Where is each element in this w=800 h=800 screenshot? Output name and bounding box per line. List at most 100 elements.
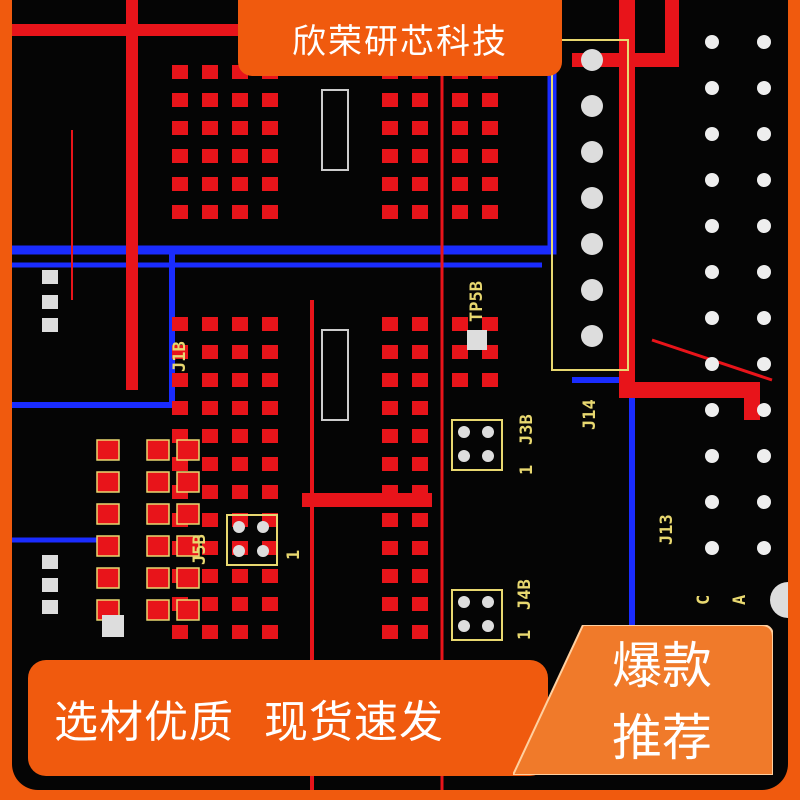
smd-pad	[262, 625, 278, 639]
smd-pad	[232, 345, 248, 359]
smd-pad	[452, 205, 468, 219]
header-pin	[257, 545, 269, 557]
smd-pad	[412, 569, 428, 583]
via-hole	[705, 173, 719, 187]
pad	[42, 555, 58, 569]
via-hole	[705, 35, 719, 49]
smd-pad	[232, 429, 248, 443]
smd-pad	[232, 401, 248, 415]
red-trace	[572, 0, 679, 67]
via-hole	[757, 403, 771, 417]
smd-pad	[202, 457, 218, 471]
smd-pad	[412, 177, 428, 191]
smd-pad	[96, 535, 120, 557]
smd-pad	[172, 93, 188, 107]
header-pin	[482, 596, 494, 608]
smd-pad	[232, 149, 248, 163]
smd-pad	[262, 373, 278, 387]
smd-pad	[96, 439, 120, 461]
smd-pad	[172, 177, 188, 191]
smd-pad	[176, 439, 200, 461]
silk-label: J14	[580, 399, 600, 430]
smd-pad	[232, 457, 248, 471]
smd-pad	[382, 597, 398, 611]
smd-pad	[202, 317, 218, 331]
smd-pad	[232, 625, 248, 639]
smd-pad	[482, 177, 498, 191]
header-pin	[458, 596, 470, 608]
smd-pad	[232, 93, 248, 107]
smd-pad	[412, 597, 428, 611]
via-hole	[757, 173, 771, 187]
smd-pad	[202, 177, 218, 191]
smd-pad	[176, 535, 200, 557]
smd-pad	[382, 457, 398, 471]
pad	[42, 578, 58, 592]
smd-pad	[172, 317, 188, 331]
silk-label: TP5B	[467, 281, 487, 322]
via-hole	[757, 35, 771, 49]
smd-pad	[412, 625, 428, 639]
silk-label: J5B	[190, 534, 210, 565]
smd-pad	[202, 205, 218, 219]
smd-pad	[412, 345, 428, 359]
smd-pad	[262, 485, 278, 499]
test-point	[467, 330, 487, 350]
via-hole	[705, 265, 719, 279]
smd-pad	[232, 177, 248, 191]
smd-pad	[202, 569, 218, 583]
via-hole	[757, 265, 771, 279]
connector-pin	[581, 49, 603, 71]
smd-pad	[452, 345, 468, 359]
smd-pad	[262, 429, 278, 443]
blue-trace	[12, 250, 175, 408]
smd-pad	[232, 205, 248, 219]
smd-pad	[412, 93, 428, 107]
smd-pad	[412, 317, 428, 331]
smd-pad	[172, 65, 188, 79]
via-hole	[705, 219, 719, 233]
smd-pad	[412, 121, 428, 135]
smd-pad	[382, 569, 398, 583]
silk-label: J3B	[517, 414, 537, 445]
smd-pad	[202, 149, 218, 163]
smd-pad	[412, 485, 428, 499]
smd-pad	[232, 485, 248, 499]
smd-pad	[412, 373, 428, 387]
smd-pad	[202, 93, 218, 107]
smd-pad	[176, 471, 200, 493]
smd-pad	[172, 345, 188, 359]
pad	[42, 295, 58, 309]
smd-pad	[482, 93, 498, 107]
smd-pad	[262, 597, 278, 611]
connector-pin	[581, 141, 603, 163]
smd-pad	[452, 93, 468, 107]
smd-pad	[202, 625, 218, 639]
smd-pad	[146, 503, 170, 525]
smd-pad	[202, 597, 218, 611]
smd-pad	[202, 513, 218, 527]
header-outline	[226, 514, 278, 566]
smd-pad	[412, 513, 428, 527]
header-pin	[482, 426, 494, 438]
header-pin	[257, 521, 269, 533]
via-hole	[757, 311, 771, 325]
silk-label: 1	[517, 464, 537, 475]
via-hole	[705, 357, 719, 371]
smd-pad	[382, 205, 398, 219]
ic-outline	[321, 329, 349, 421]
smd-pad	[382, 429, 398, 443]
header-outline	[451, 589, 503, 641]
brand-name: 欣荣研芯科技	[292, 21, 508, 62]
via-hole	[705, 403, 719, 417]
smd-pad	[482, 205, 498, 219]
smd-pad	[232, 317, 248, 331]
pad	[42, 318, 58, 332]
smd-pad	[382, 401, 398, 415]
smd-pad	[172, 401, 188, 415]
smd-pad	[202, 429, 218, 443]
slogan-banner: 选材优质 现货速发	[28, 660, 548, 776]
ic-outline	[321, 89, 349, 171]
smd-pad	[262, 569, 278, 583]
smd-pad	[202, 345, 218, 359]
